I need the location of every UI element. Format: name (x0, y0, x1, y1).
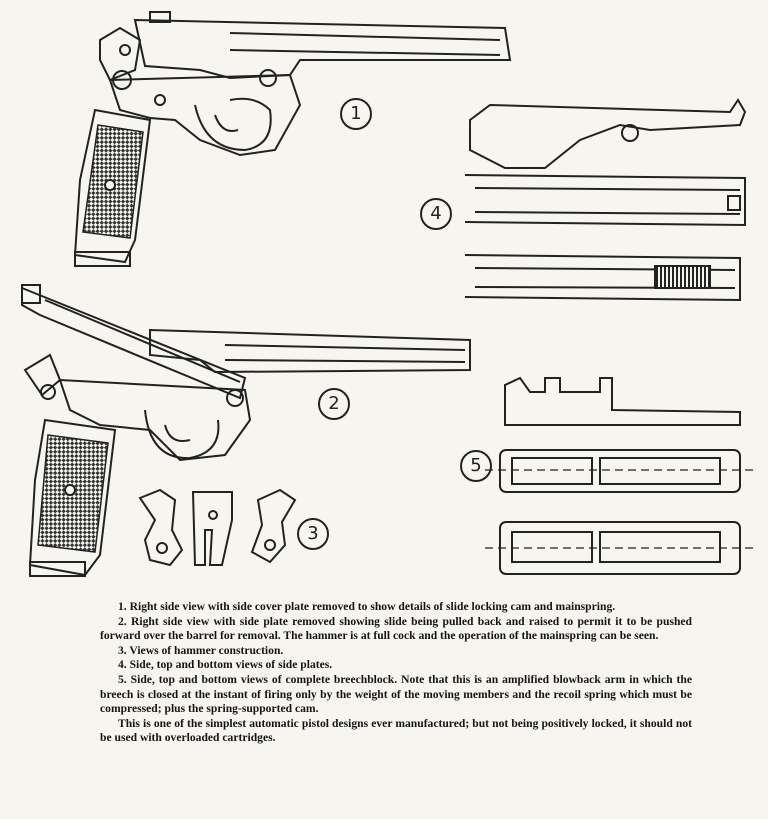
side-plates-view-4 (464, 98, 747, 302)
figure-number-4: 4 (420, 198, 452, 230)
illustration-plate: 1 2 3 4 5 (21, 11, 755, 577)
caption-item-5: 5. Side, top and bottom views of complet… (100, 672, 692, 716)
pistol-view-2 (21, 284, 471, 577)
figure-caption: 1. Right side view with side cover plate… (100, 600, 692, 746)
breechblock-view-5 (485, 376, 755, 575)
pistol-view-1 (73, 11, 512, 267)
caption-conclusion: This is one of the simplest automatic pi… (100, 716, 692, 745)
figure-number-3: 3 (297, 518, 329, 550)
caption-item-1: 1. Right side view with side cover plate… (118, 600, 616, 613)
figure-number-2: 2 (318, 388, 350, 420)
hammer-parts-view-3 (138, 488, 297, 567)
figure-number-1: 1 (340, 98, 372, 130)
technical-drawing (21, 11, 755, 577)
caption-item-3: 3. Views of hammer construction. (118, 643, 284, 657)
caption-item-2: 2. Right side view with side plate remov… (100, 614, 692, 643)
caption-item-4: 4. Side, top and bottom views of side pl… (118, 658, 333, 672)
figure-number-5: 5 (460, 450, 492, 482)
